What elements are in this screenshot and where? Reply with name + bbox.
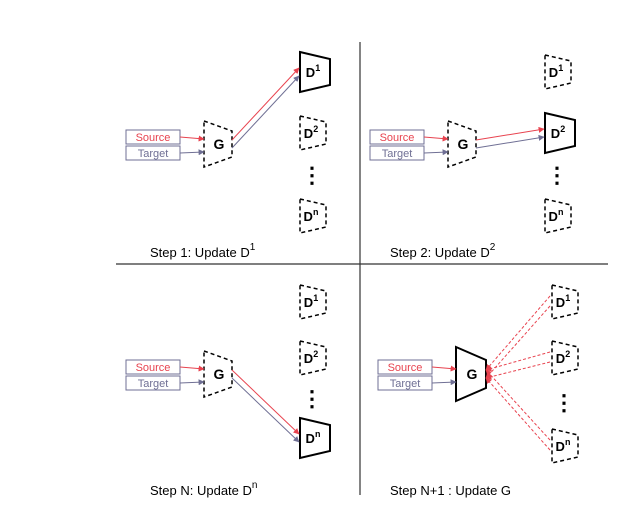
discriminator-shape [544, 111, 576, 155]
discriminator-index: n [313, 207, 319, 217]
discriminator-index: n [315, 429, 321, 439]
discriminator-index: 1 [558, 63, 563, 73]
feedback-arrow [485, 351, 551, 372]
discriminator-index: 2 [565, 349, 570, 359]
discriminator-shape [299, 416, 331, 460]
discriminator-index: 1 [313, 293, 318, 303]
caption-superscript: 2 [490, 242, 496, 253]
target-label: Target [138, 148, 169, 160]
feedback-arrow [485, 305, 551, 379]
step-caption: Step 2: Update D2 [390, 242, 496, 260]
step-caption: Step N+1 : Update G [390, 483, 511, 498]
source-label: Source [136, 132, 171, 144]
generator-label: G [458, 136, 469, 152]
source-to-g-arrow [179, 135, 205, 142]
source-to-g-arrow [431, 365, 457, 372]
target-label: Target [138, 378, 169, 390]
ellipsis: ⋮ [301, 163, 323, 188]
g-to-d-arrow [231, 67, 300, 141]
discriminator-index: 1 [565, 293, 570, 303]
discriminator-index: 2 [313, 349, 318, 359]
g-to-d-arrow [231, 75, 300, 149]
g-to-d-arrow [475, 134, 545, 149]
caption-superscript: n [252, 480, 258, 491]
target-to-g-arrow [179, 149, 205, 156]
g-to-d-arrow [231, 377, 300, 443]
discriminator-shape [299, 284, 327, 320]
discriminator-shape [551, 340, 579, 376]
caption-superscript: 1 [250, 242, 256, 253]
source-to-g-arrow [423, 135, 449, 142]
feedback-arrow [485, 361, 551, 380]
feedback-arrow [485, 377, 551, 451]
target-label: Target [390, 378, 421, 390]
ellipsis: ⋮ [553, 390, 575, 415]
discriminator-index: 2 [313, 124, 318, 134]
discriminator-shape [551, 284, 579, 320]
source-label: Source [380, 132, 415, 144]
generator-label: G [214, 366, 225, 382]
source-label: Source [136, 362, 171, 374]
g-to-d-arrow [475, 126, 545, 141]
feedback-arrow [485, 295, 551, 371]
target-label: Target [382, 148, 413, 160]
discriminator-index: 1 [315, 63, 320, 73]
ellipsis: ⋮ [301, 386, 323, 411]
target-to-g-arrow [179, 379, 205, 386]
discriminator-index: 2 [560, 124, 565, 134]
discriminator-shape [544, 198, 572, 234]
discriminator-shape [544, 54, 572, 90]
discriminator-shape [299, 50, 331, 94]
g-to-d-arrow [231, 369, 300, 435]
generator-label: G [214, 136, 225, 152]
target-to-g-arrow [431, 379, 457, 386]
feedback-arrow [485, 369, 551, 441]
step-caption: Step N: Update Dn [150, 480, 257, 498]
discriminator-index: n [558, 207, 564, 217]
discriminator-shape [299, 115, 327, 151]
source-label: Source [388, 362, 423, 374]
target-to-g-arrow [423, 149, 449, 156]
discriminator-shape [299, 198, 327, 234]
discriminator-shape [551, 428, 579, 464]
ellipsis: ⋮ [546, 163, 568, 188]
source-to-g-arrow [179, 365, 205, 372]
step-caption: Step 1: Update D1 [150, 242, 256, 260]
generator-label: G [467, 366, 478, 382]
discriminator-index: n [565, 437, 571, 447]
discriminator-shape [299, 340, 327, 376]
